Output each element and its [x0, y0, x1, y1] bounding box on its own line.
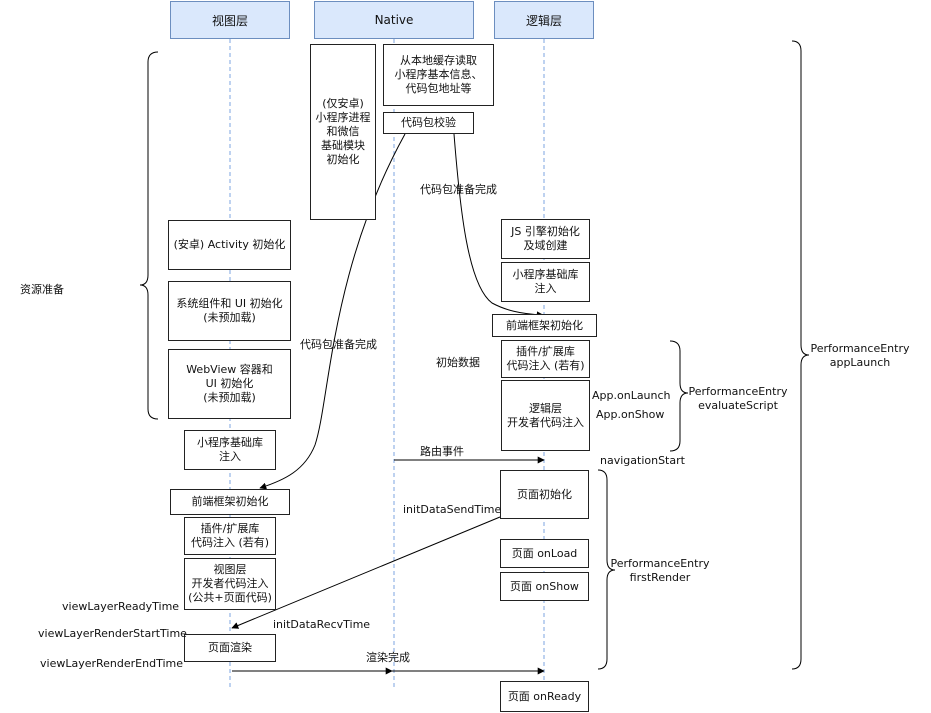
label-init-data: 初始数据 — [436, 356, 480, 369]
box-native-init: (仅安卓) 小程序进程 和微信 基础模块 初始化 — [310, 44, 376, 220]
box-page-onload: 页面 onLoad — [500, 539, 589, 568]
label-perf-evaluate-script: PerformanceEntry evaluateScript — [688, 385, 788, 412]
box-logic-dev-code: 逻辑层 开发者代码注入 — [501, 380, 590, 451]
braces — [139, 40, 810, 670]
arrow-init-data — [231, 516, 501, 629]
brace-first-render — [597, 469, 616, 670]
brace-app-launch — [791, 40, 810, 670]
label-app-onlaunch: App.onLaunch — [592, 389, 671, 402]
arrow-pkg-ready-view — [259, 133, 406, 490]
box-verify: 代码包校验 — [383, 112, 474, 134]
brace-evaluate-script — [669, 340, 689, 452]
box-webview-init: WebView 容器和 UI 初始化 (未预加载) — [168, 349, 291, 419]
box-view-base-lib: 小程序基础库 注入 — [184, 430, 276, 470]
arrow-pkg-ready-logic — [453, 133, 544, 319]
label-pkg-ready-logic: 代码包准备完成 — [420, 183, 497, 196]
brace-resource-prep — [139, 51, 159, 420]
label-render-done: 渲染完成 — [366, 651, 410, 664]
box-page-onshow: 页面 onShow — [500, 572, 589, 601]
label-route-event: 路由事件 — [420, 445, 464, 458]
box-page-onready: 页面 onReady — [500, 681, 589, 712]
label-resource-prep: 资源准备 — [20, 283, 64, 296]
box-logic-framework: 前端框架初始化 — [492, 314, 597, 337]
arrows — [231, 133, 545, 675]
box-sys-ui-init: 系统组件和 UI 初始化 (未预加载) — [168, 281, 291, 341]
label-view-ready: viewLayerReadyTime — [62, 600, 180, 613]
box-view-framework: 前端框架初始化 — [170, 489, 290, 515]
label-init-data-recv: initDataRecvTime — [273, 618, 371, 631]
box-page-render: 页面渲染 — [184, 634, 276, 662]
box-page-init: 页面初始化 — [500, 470, 589, 519]
box-view-dev-code: 视图层 开发者代码注入 (公共+页面代码) — [184, 558, 276, 610]
label-app-onshow: App.onShow — [596, 408, 665, 421]
lane-header-logic: 逻辑层 — [494, 1, 594, 39]
label-pkg-ready-view: 代码包准备完成 — [300, 338, 377, 351]
label-render-end: viewLayerRenderEndTime — [40, 657, 183, 670]
box-view-plugin: 插件/扩展库 代码注入 (若有) — [184, 517, 276, 555]
box-js-engine: JS 引擎初始化 及域创建 — [501, 219, 590, 259]
box-logic-plugin: 插件/扩展库 代码注入 (若有) — [501, 340, 590, 378]
box-logic-base-lib: 小程序基础库 注入 — [501, 262, 590, 302]
label-navigation-start: navigationStart — [600, 454, 685, 467]
label-init-data-send: initDataSendTime — [403, 503, 502, 516]
label-perf-app-launch: PerformanceEntry appLaunch — [810, 342, 910, 369]
box-activity-init: (安卓) Activity 初始化 — [168, 220, 291, 270]
lane-header-view: 视图层 — [170, 1, 290, 39]
label-perf-first-render: PerformanceEntry firstRender — [610, 557, 710, 584]
label-render-start: viewLayerRenderStartTime — [38, 627, 187, 640]
lane-header-native: Native — [314, 1, 474, 39]
box-read-cache: 从本地缓存读取 小程序基本信息、 代码包地址等 — [383, 44, 494, 106]
